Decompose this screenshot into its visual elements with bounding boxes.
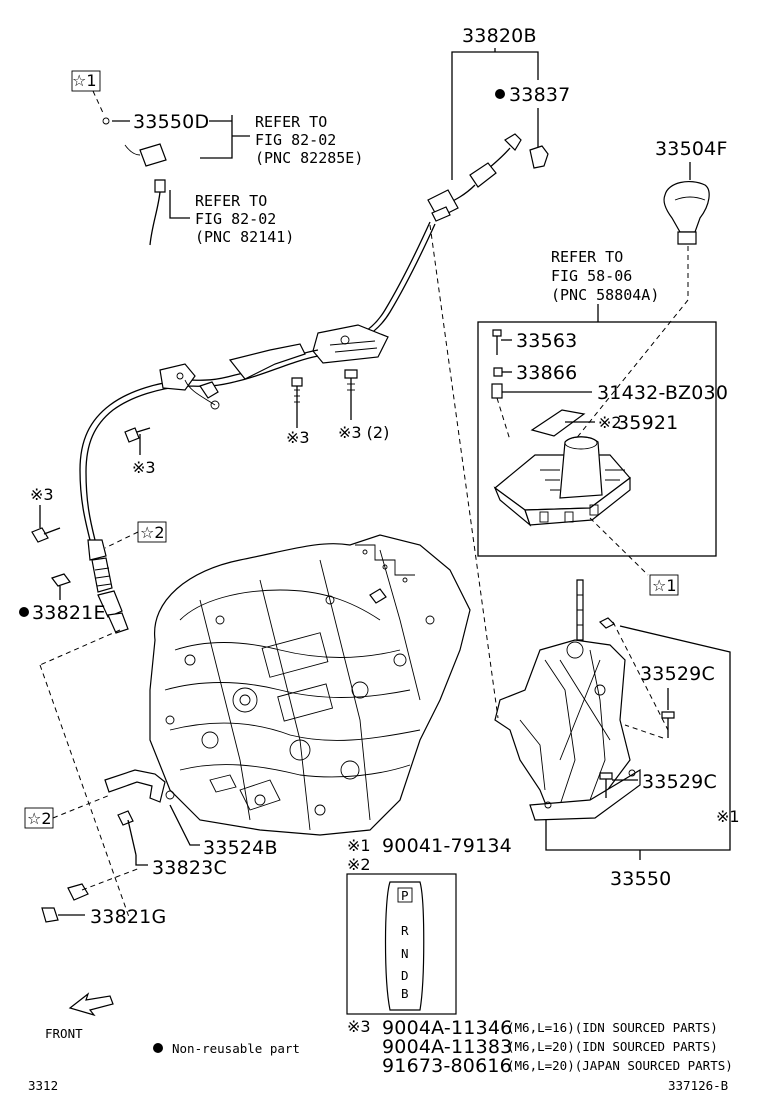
note-x3-mark: ※3	[347, 1017, 371, 1036]
x3-marker-3: ※3	[30, 485, 54, 504]
x1-marker-right: ※1	[716, 807, 740, 826]
refer-to-1-line1: REFER TO	[255, 113, 327, 131]
shift-lever-assembly	[494, 579, 641, 821]
gate-letter-P: P	[401, 888, 409, 903]
label-35921[interactable]: 35921	[617, 412, 678, 434]
transmission-assembly	[149, 534, 471, 836]
gate-letter-R: R	[401, 923, 409, 938]
shift-console-housing	[493, 436, 631, 527]
nonreusable-legend-dot	[153, 1043, 163, 1053]
x3-marker-1: ※3	[286, 428, 310, 447]
bolt-top-2	[344, 369, 358, 420]
star1-marker-top: ☆1	[72, 71, 97, 90]
star1-marker-right: ☆1	[652, 576, 677, 595]
note-x3-desc-2: (M6,L=20)(IDN SOURCED PARTS)	[507, 1039, 718, 1054]
bolt-33529C-lower	[599, 772, 613, 798]
note-x2-mark: ※2	[347, 855, 371, 874]
bolt-top-1	[291, 377, 303, 428]
note-x3-pn-2: 9004A-11383	[382, 1036, 512, 1058]
label-33524B[interactable]: 33524B	[203, 837, 278, 859]
refer-to-1-line3: (PNC 82285E)	[255, 149, 363, 167]
footer-right: 337126-B	[668, 1078, 728, 1093]
label-31432-BZ030[interactable]: 31432-BZ030	[597, 382, 728, 404]
bolt-left-1	[124, 427, 151, 455]
refer-to-3-line2: FIG 58-06	[551, 267, 632, 285]
label-33529C-lower[interactable]: 33529C	[642, 771, 717, 793]
refer-to-2-line1: REFER TO	[195, 192, 267, 210]
refer-to-2-line3: (PNC 82141)	[195, 228, 294, 246]
label-33550D[interactable]: 33550D	[133, 111, 209, 133]
bracket-33524B	[104, 769, 175, 803]
front-label: FRONT	[45, 1026, 83, 1041]
label-33866[interactable]: 33866	[516, 362, 577, 384]
screw-33563	[492, 329, 502, 355]
label-33823C[interactable]: 33823C	[152, 857, 227, 879]
note-x1-value: 90041-79134	[382, 835, 512, 857]
gate-letter-N: N	[401, 946, 409, 961]
note-x1-mark: ※1	[347, 836, 371, 855]
x3-marker-2: ※3	[132, 458, 156, 477]
front-arrow-icon	[68, 992, 114, 1017]
star2-marker-upper: ☆2	[140, 523, 165, 542]
refer-to-2-line2: FIG 82-02	[195, 210, 276, 228]
refer-to-3-line1: REFER TO	[551, 248, 623, 266]
x2-marker-35921: ※2	[598, 413, 622, 432]
nonreusable-dot-33821E	[19, 607, 29, 617]
label-33820B[interactable]: 33820B	[462, 25, 537, 47]
nonreusable-legend-text: Non-reusable part	[172, 1041, 300, 1056]
shift-gate-panel	[346, 873, 457, 1015]
nonreusable-dot-33837	[495, 89, 505, 99]
note-x3-desc-1: (M6,L=16)(IDN SOURCED PARTS)	[507, 1020, 718, 1035]
label-33821G[interactable]: 33821G	[90, 906, 166, 928]
bolt-left-2	[31, 527, 61, 543]
refer-to-1-line2: FIG 82-02	[255, 131, 336, 149]
star2-marker-lower: ☆2	[27, 809, 52, 828]
shift-cable	[79, 133, 522, 634]
label-33529C-upper[interactable]: 33529C	[640, 663, 715, 685]
label-33837[interactable]: 33837	[509, 84, 570, 106]
shift-knob	[663, 181, 710, 245]
label-33563[interactable]: 33563	[516, 330, 577, 352]
bolt-33823C	[117, 810, 137, 856]
note-x3-pn-1: 9004A-11346	[382, 1017, 512, 1039]
console-box	[477, 321, 717, 557]
label-33550[interactable]: 33550	[610, 868, 671, 890]
label-33821E[interactable]: 33821E	[32, 602, 106, 624]
bolt-33529C-upper	[661, 711, 675, 738]
refer-to-3-line3: (PNC 58804A)	[551, 286, 659, 304]
label-33504F[interactable]: 33504F	[655, 138, 728, 160]
footer-left: 3312	[28, 1078, 58, 1093]
x3-2-marker: ※3 (2)	[338, 423, 389, 442]
note-x3-pn-3: 91673-80616	[382, 1055, 512, 1077]
gate-letter-B: B	[401, 986, 409, 1001]
gate-letter-D: D	[401, 968, 409, 983]
note-x3-desc-3: (M6,L=20)(JAPAN SOURCED PARTS)	[507, 1058, 733, 1073]
